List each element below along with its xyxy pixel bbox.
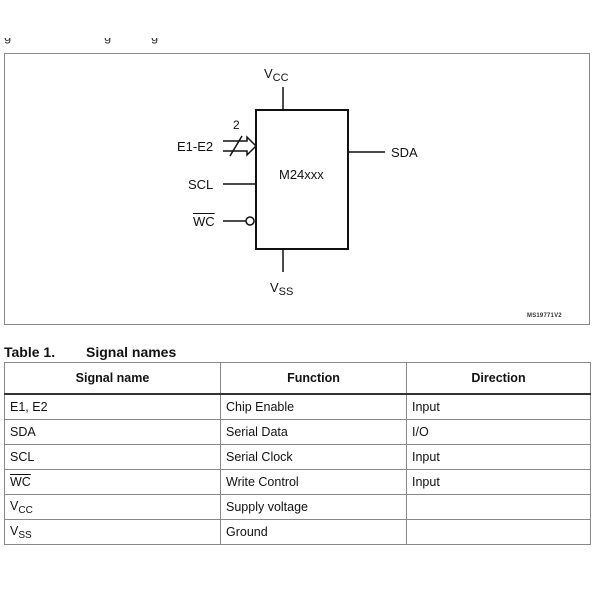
- signal-name: V: [10, 498, 19, 513]
- logic-diagram-lines: [223, 87, 385, 272]
- chip-body: [255, 109, 349, 250]
- logic-diagram: VCC 2 E1-E2 M24xxx SDA SCL WC VSS MS1977…: [4, 53, 590, 325]
- function-cell: Write Control: [220, 469, 407, 495]
- header-signal-name: Signal name: [4, 362, 221, 395]
- sda-label: SDA: [391, 145, 418, 160]
- cut-off-figure-caption: ggg: [4, 38, 304, 48]
- bus-width-label: 2: [233, 118, 240, 132]
- signal-name: SDA: [10, 425, 36, 439]
- direction-cell: I/O: [406, 419, 591, 445]
- signal-name-cell: WC: [4, 469, 221, 495]
- signal-name: V: [10, 523, 19, 538]
- signal-name-cell: VSS: [4, 519, 221, 545]
- signal-name-cell: SDA: [4, 419, 221, 445]
- table-caption: Table 1. Signal names: [4, 344, 176, 360]
- signal-subscript: SS: [18, 529, 32, 541]
- e1-e2-label: E1-E2: [177, 139, 214, 154]
- function-cell: Chip Enable: [220, 393, 407, 420]
- signal-name-cell: E1, E2: [4, 393, 221, 420]
- function-cell: Serial Data: [220, 419, 407, 445]
- function-cell: Serial Clock: [220, 444, 407, 470]
- chip-label: M24xxx: [279, 167, 324, 182]
- signal-name: WC: [10, 475, 31, 489]
- direction-cell: Input: [406, 393, 591, 420]
- signal-name-cell: SCL: [4, 444, 221, 470]
- vss-label: VSS: [270, 280, 294, 298]
- signal-name: E1, E2: [10, 400, 48, 414]
- table-header-row: Signal name Function Direction: [4, 362, 591, 395]
- signal-subscript: CC: [18, 504, 33, 516]
- table-title: Signal names: [86, 344, 177, 360]
- figure-reference-code: MS19771V2: [527, 313, 562, 319]
- bus-width-slash: [229, 135, 243, 157]
- signal-names-table: Signal name Function Direction E1, E2 Chi…: [4, 362, 591, 545]
- table-number: Table 1.: [4, 344, 56, 360]
- direction-cell: Input: [406, 469, 591, 495]
- direction-cell: Input: [406, 444, 591, 470]
- header-direction: Direction: [406, 362, 591, 395]
- direction-cell: [406, 519, 591, 545]
- signal-name-cell: VCC: [4, 494, 221, 520]
- scl-label: SCL: [188, 177, 214, 192]
- wc-label: WC: [193, 214, 215, 229]
- signal-name: SCL: [10, 450, 35, 464]
- e1e2-bus-arrow: [223, 135, 258, 157]
- header-function: Function: [220, 362, 407, 395]
- direction-cell: [406, 494, 591, 520]
- function-cell: Ground: [220, 519, 407, 545]
- wc-inversion-bubble: [245, 216, 255, 226]
- vcc-label: VCC: [264, 66, 289, 84]
- function-cell: Supply voltage: [220, 494, 407, 520]
